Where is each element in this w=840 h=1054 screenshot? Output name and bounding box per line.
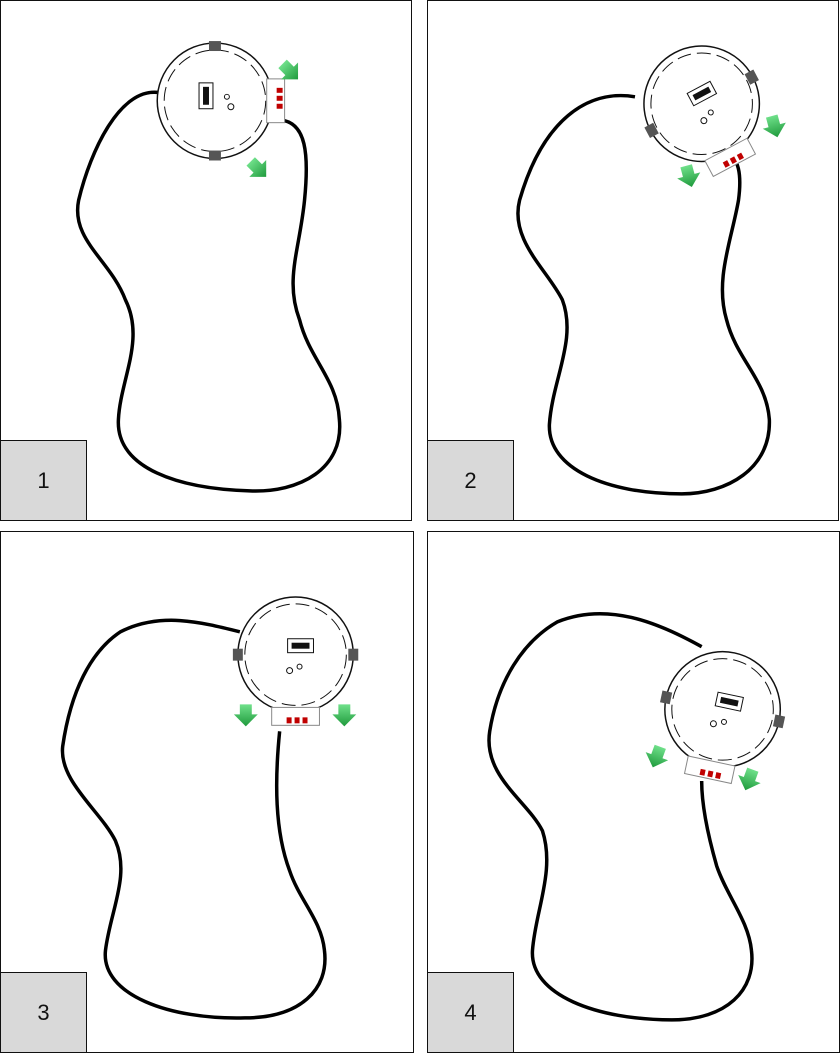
panel-number-label: 3 [1, 972, 87, 1052]
direction-arrow-icon [233, 704, 258, 727]
panel-number-label: 4 [428, 972, 514, 1052]
panel-3: 3 [0, 531, 414, 1053]
panel-number-label: 1 [1, 440, 87, 520]
panel-2: 2 [427, 0, 839, 521]
track-line [60, 618, 327, 1020]
robot-icon [622, 24, 781, 183]
robot-icon [232, 596, 359, 726]
robot-icon [653, 640, 792, 785]
track-diagram-4 [487, 612, 792, 1022]
panel-number-label: 2 [428, 440, 514, 520]
direction-arrow-icon [332, 704, 357, 727]
direction-arrow-icon [246, 157, 267, 177]
panel-1: 1 [0, 0, 412, 521]
direction-arrow-icon [738, 767, 761, 791]
direction-arrow-icon [645, 744, 669, 768]
direction-arrow-icon [278, 59, 299, 80]
track-line [487, 612, 754, 1022]
track-diagram-1 [75, 41, 342, 493]
track-diagram-3 [60, 596, 359, 1020]
track-line [75, 90, 342, 493]
direction-arrow-icon [677, 164, 701, 187]
track-line [516, 93, 772, 496]
track-diagram-2 [516, 24, 786, 496]
direction-arrow-icon [762, 114, 786, 138]
robot-icon [156, 41, 286, 161]
panel-4: 4 [427, 531, 840, 1053]
